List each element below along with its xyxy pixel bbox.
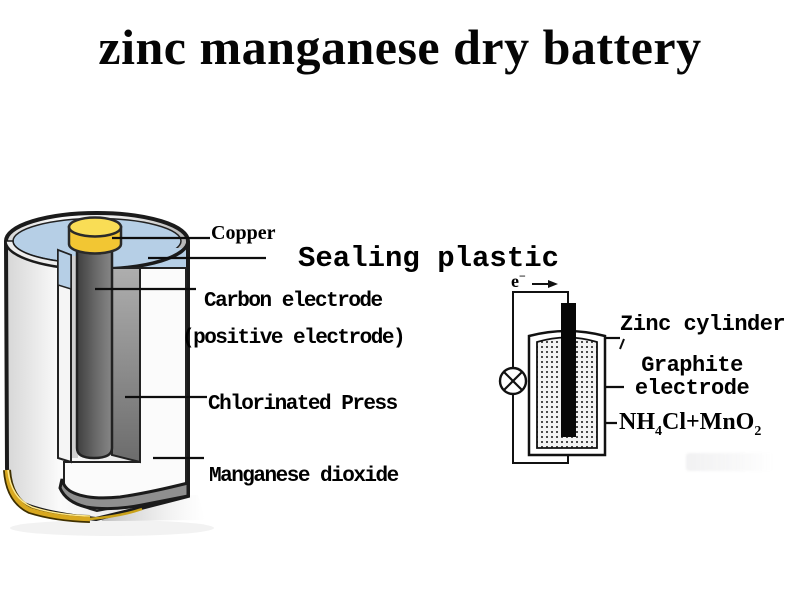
label-electrolyte-formula: NH4Cl+MnO2 — [619, 409, 761, 440]
formula-clmno: Cl+MnO — [662, 409, 755, 435]
leader-zinc-tick — [619, 338, 625, 350]
gold-bottom-rim — [3, 469, 143, 523]
label-copper: Copper — [211, 222, 276, 244]
graphite-rod — [561, 303, 576, 437]
watermark-smudge — [686, 453, 774, 471]
casing-bottom-cut — [58, 478, 190, 511]
leader-lines — [95, 236, 625, 460]
electron-arrow — [532, 280, 558, 288]
carbon-rod — [75, 241, 114, 460]
label-graphite: Graphite — [641, 353, 743, 378]
label-electron: e− — [511, 269, 526, 292]
label-sealing-plastic: Sealing plastic — [298, 242, 560, 275]
circuit-wire-top — [512, 291, 569, 367]
cutaway-gap — [71, 256, 78, 458]
chlorinated-press-block — [111, 267, 141, 464]
formula-sub2: 2 — [754, 423, 762, 439]
circuit-wire-bottom — [512, 394, 569, 464]
label-positive-electrode: (positive electrode) — [182, 327, 406, 350]
formula-nh: NH — [619, 409, 655, 435]
bulb-icon — [498, 366, 528, 396]
formula-sub4: 4 — [655, 423, 662, 439]
sealing-cut-face — [57, 248, 72, 291]
ground-shadow — [10, 520, 214, 536]
battery-illustration — [3, 211, 214, 536]
label-carbon-electrode: Carbon electrode — [204, 290, 383, 313]
copper-cap-top — [67, 216, 123, 238]
electron-base: e — [511, 271, 519, 291]
electron-sup: − — [519, 269, 526, 283]
label-chlorinated-press: Chlorinated Press — [208, 393, 398, 416]
label-graphite-electrode: electrode — [634, 376, 750, 401]
page-title: zinc manganese dry battery — [98, 19, 702, 75]
label-zinc-cylinder: Zinc cylinder — [620, 312, 786, 337]
label-manganese-dioxide: Manganese dioxide — [209, 465, 399, 488]
copper-cap — [67, 216, 123, 255]
circuit-schematic — [498, 280, 607, 464]
